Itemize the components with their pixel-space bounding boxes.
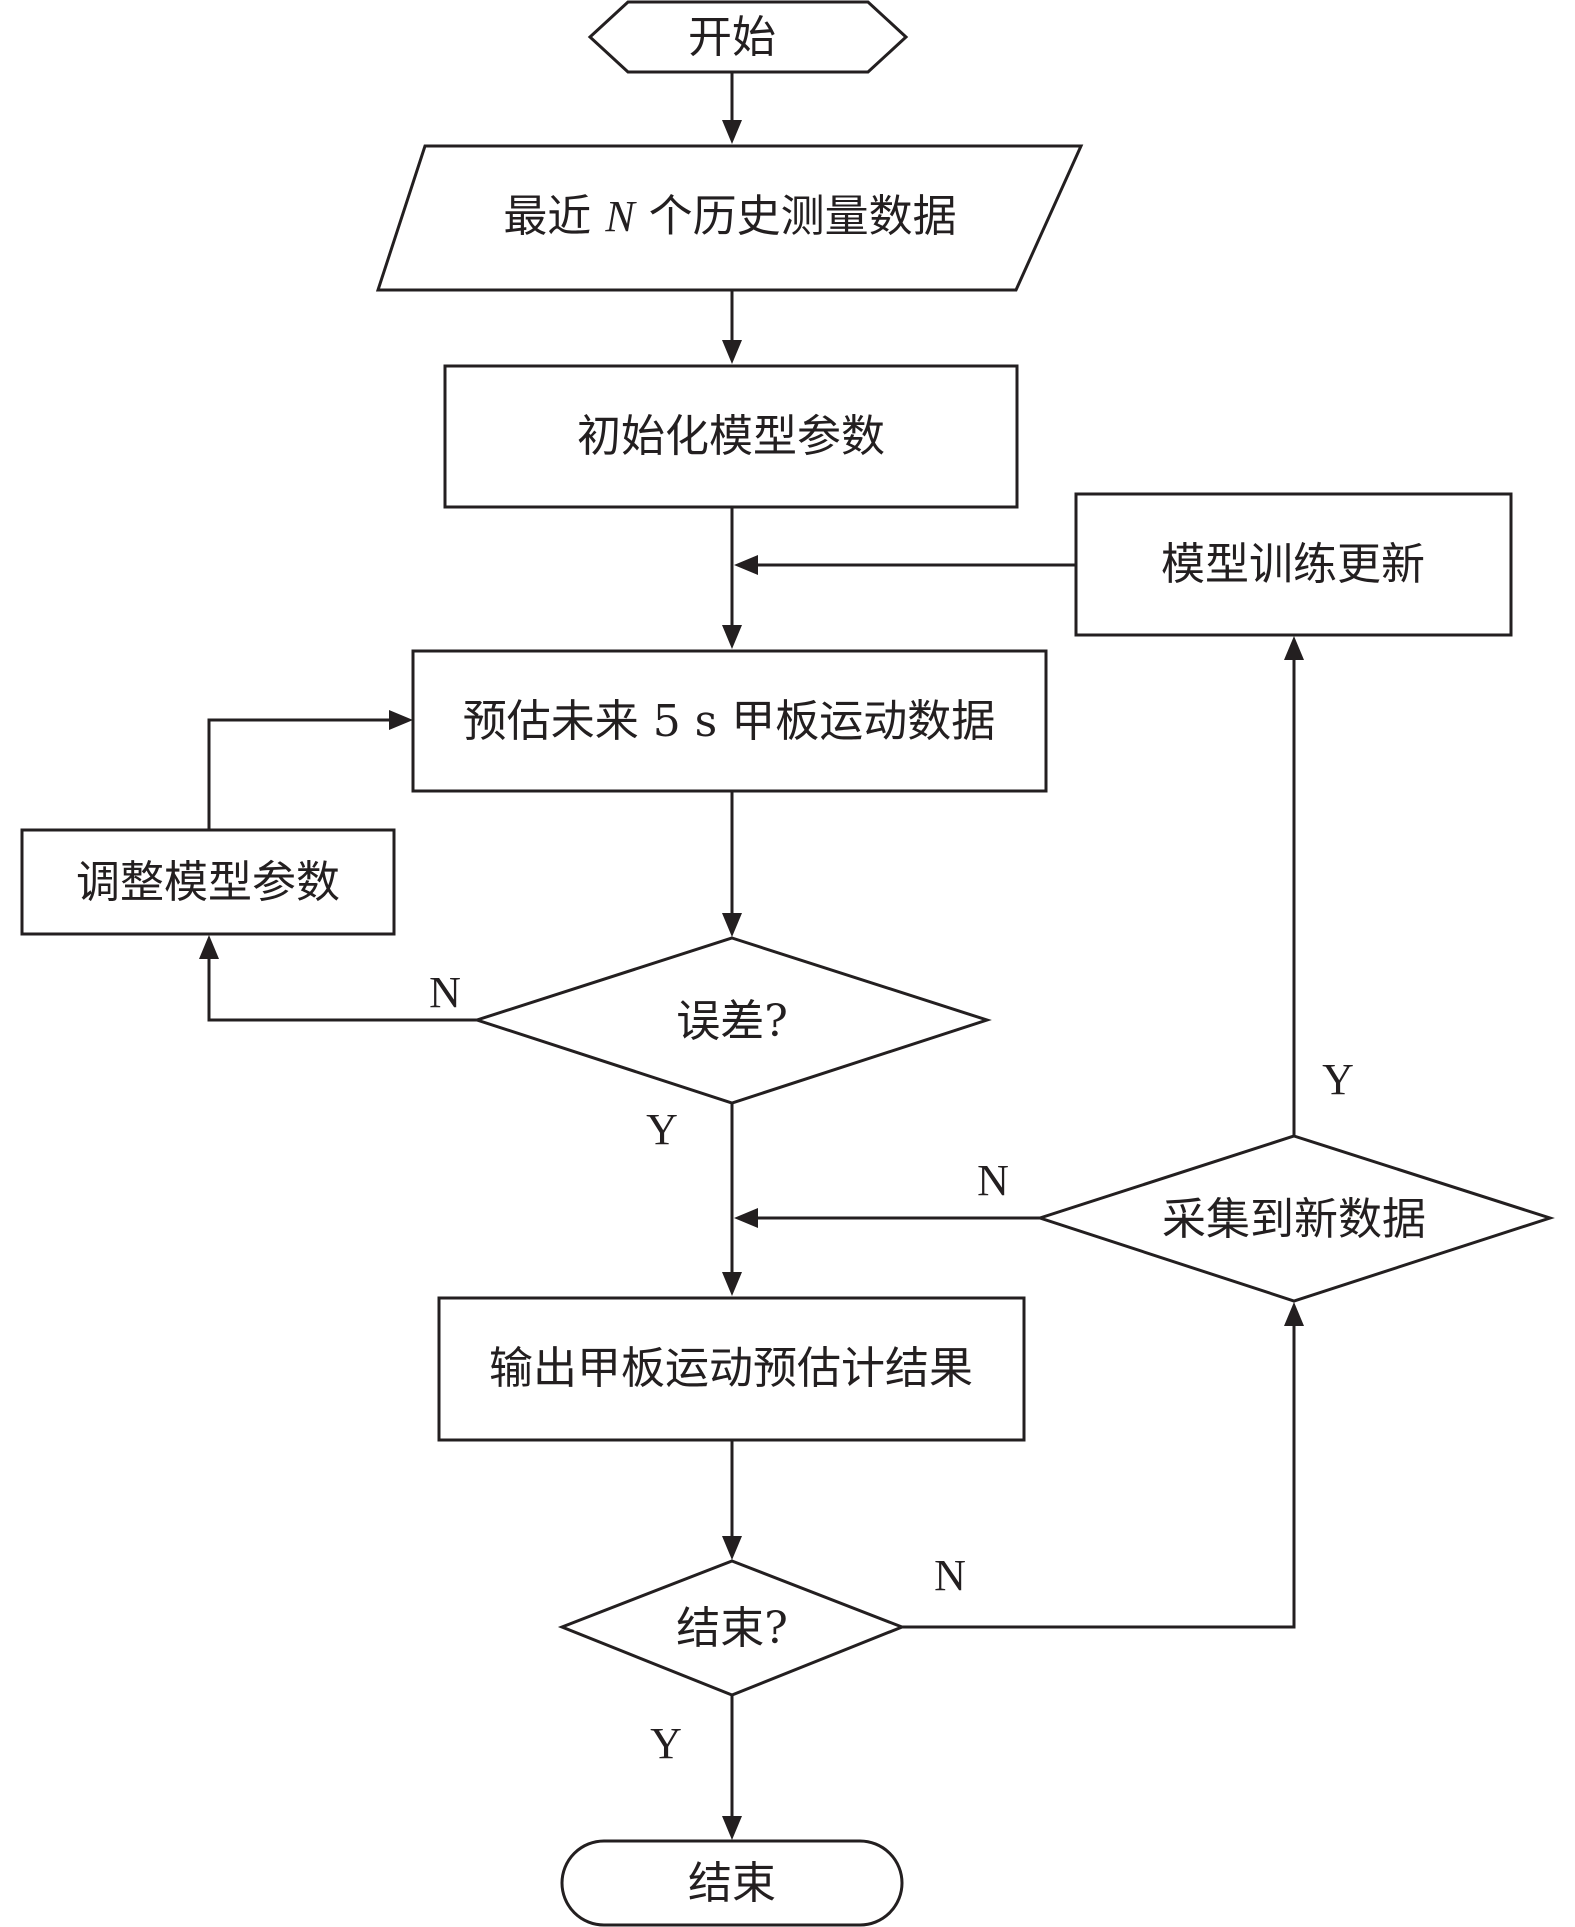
arrowhead: [734, 1208, 758, 1228]
error-check-diamond: [472, 936, 992, 1105]
new-data-diamond: [1035, 1134, 1555, 1303]
adjust-params-label: 调整模型参数: [76, 857, 340, 908]
end-yes-label: Y: [650, 1719, 682, 1768]
end-terminal: [560, 1839, 904, 1927]
error-check-label: 误差?: [676, 996, 788, 1047]
input-label-variable: N: [604, 192, 637, 241]
end-check-diamond: [557, 1559, 907, 1697]
connectors: [199, 72, 1304, 1840]
node-input-data: 最近 N 个历史测量数据: [375, 144, 1084, 292]
new-data-label: 采集到新数据: [1162, 1194, 1426, 1245]
arrowhead: [722, 1272, 742, 1296]
end-label: 结束: [688, 1858, 776, 1909]
init-params-label: 初始化模型参数: [577, 411, 885, 462]
input-label-prefix: 最近: [503, 191, 605, 242]
input-parallelogram: [375, 144, 1084, 292]
train-update-box: [1074, 492, 1513, 637]
arrowhead: [1284, 1302, 1304, 1326]
arrowhead: [734, 555, 758, 575]
adjust-params-box: [20, 828, 396, 936]
predict-label: 预估未来 5 s 甲板运动数据: [463, 696, 996, 747]
node-output-result: 输出甲板运动预估计结果: [437, 1296, 1026, 1442]
arrowhead: [722, 1816, 742, 1840]
new-data-no-label: N: [977, 1156, 1009, 1205]
end-no-label: N: [934, 1551, 966, 1600]
arrowhead: [722, 913, 742, 937]
arrowhead: [722, 120, 742, 144]
node-init-params: 初始化模型参数: [443, 364, 1019, 509]
node-end: 结束: [560, 1839, 904, 1927]
arrowhead: [389, 710, 413, 730]
new-data-yes-label: Y: [1322, 1055, 1354, 1104]
init-params-box: [443, 364, 1019, 509]
start-label: 开始: [688, 12, 776, 63]
output-result-label: 输出甲板运动预估计结果: [489, 1343, 973, 1394]
node-new-data-check: 采集到新数据: [1035, 1134, 1555, 1303]
edge-adjust-to-predict: [207, 718, 398, 829]
node-end-check: 结束?: [557, 1559, 907, 1697]
node-predict: 预估未来 5 s 甲板运动数据: [411, 649, 1048, 793]
arrowhead: [722, 340, 742, 364]
edge-labels: N Y N Y N Y: [429, 968, 1354, 1768]
node-train-update: 模型训练更新: [1074, 492, 1513, 637]
end-check-label: 结束?: [676, 1603, 788, 1654]
node-adjust-params: 调整模型参数: [20, 828, 396, 936]
start-hexagon: [587, 0, 909, 74]
output-result-box: [437, 1296, 1026, 1442]
edge-error-no-to-adjust: [207, 950, 477, 1022]
arrowhead: [1284, 636, 1304, 660]
node-error-check: 误差?: [472, 936, 992, 1105]
predict-box: [411, 649, 1048, 793]
input-label-suffix: 个历史测量数据: [635, 191, 957, 242]
node-start: 开始: [587, 0, 909, 74]
train-update-label: 模型训练更新: [1161, 539, 1425, 590]
arrowhead: [722, 625, 742, 649]
error-no-label: N: [429, 968, 461, 1017]
arrowhead: [199, 935, 219, 959]
edge-endcheck-no-to-newdata: [902, 1318, 1296, 1629]
input-label: 最近 N 个历史测量数据: [503, 191, 956, 242]
arrowhead: [722, 1536, 742, 1560]
error-yes-label: Y: [646, 1105, 678, 1154]
